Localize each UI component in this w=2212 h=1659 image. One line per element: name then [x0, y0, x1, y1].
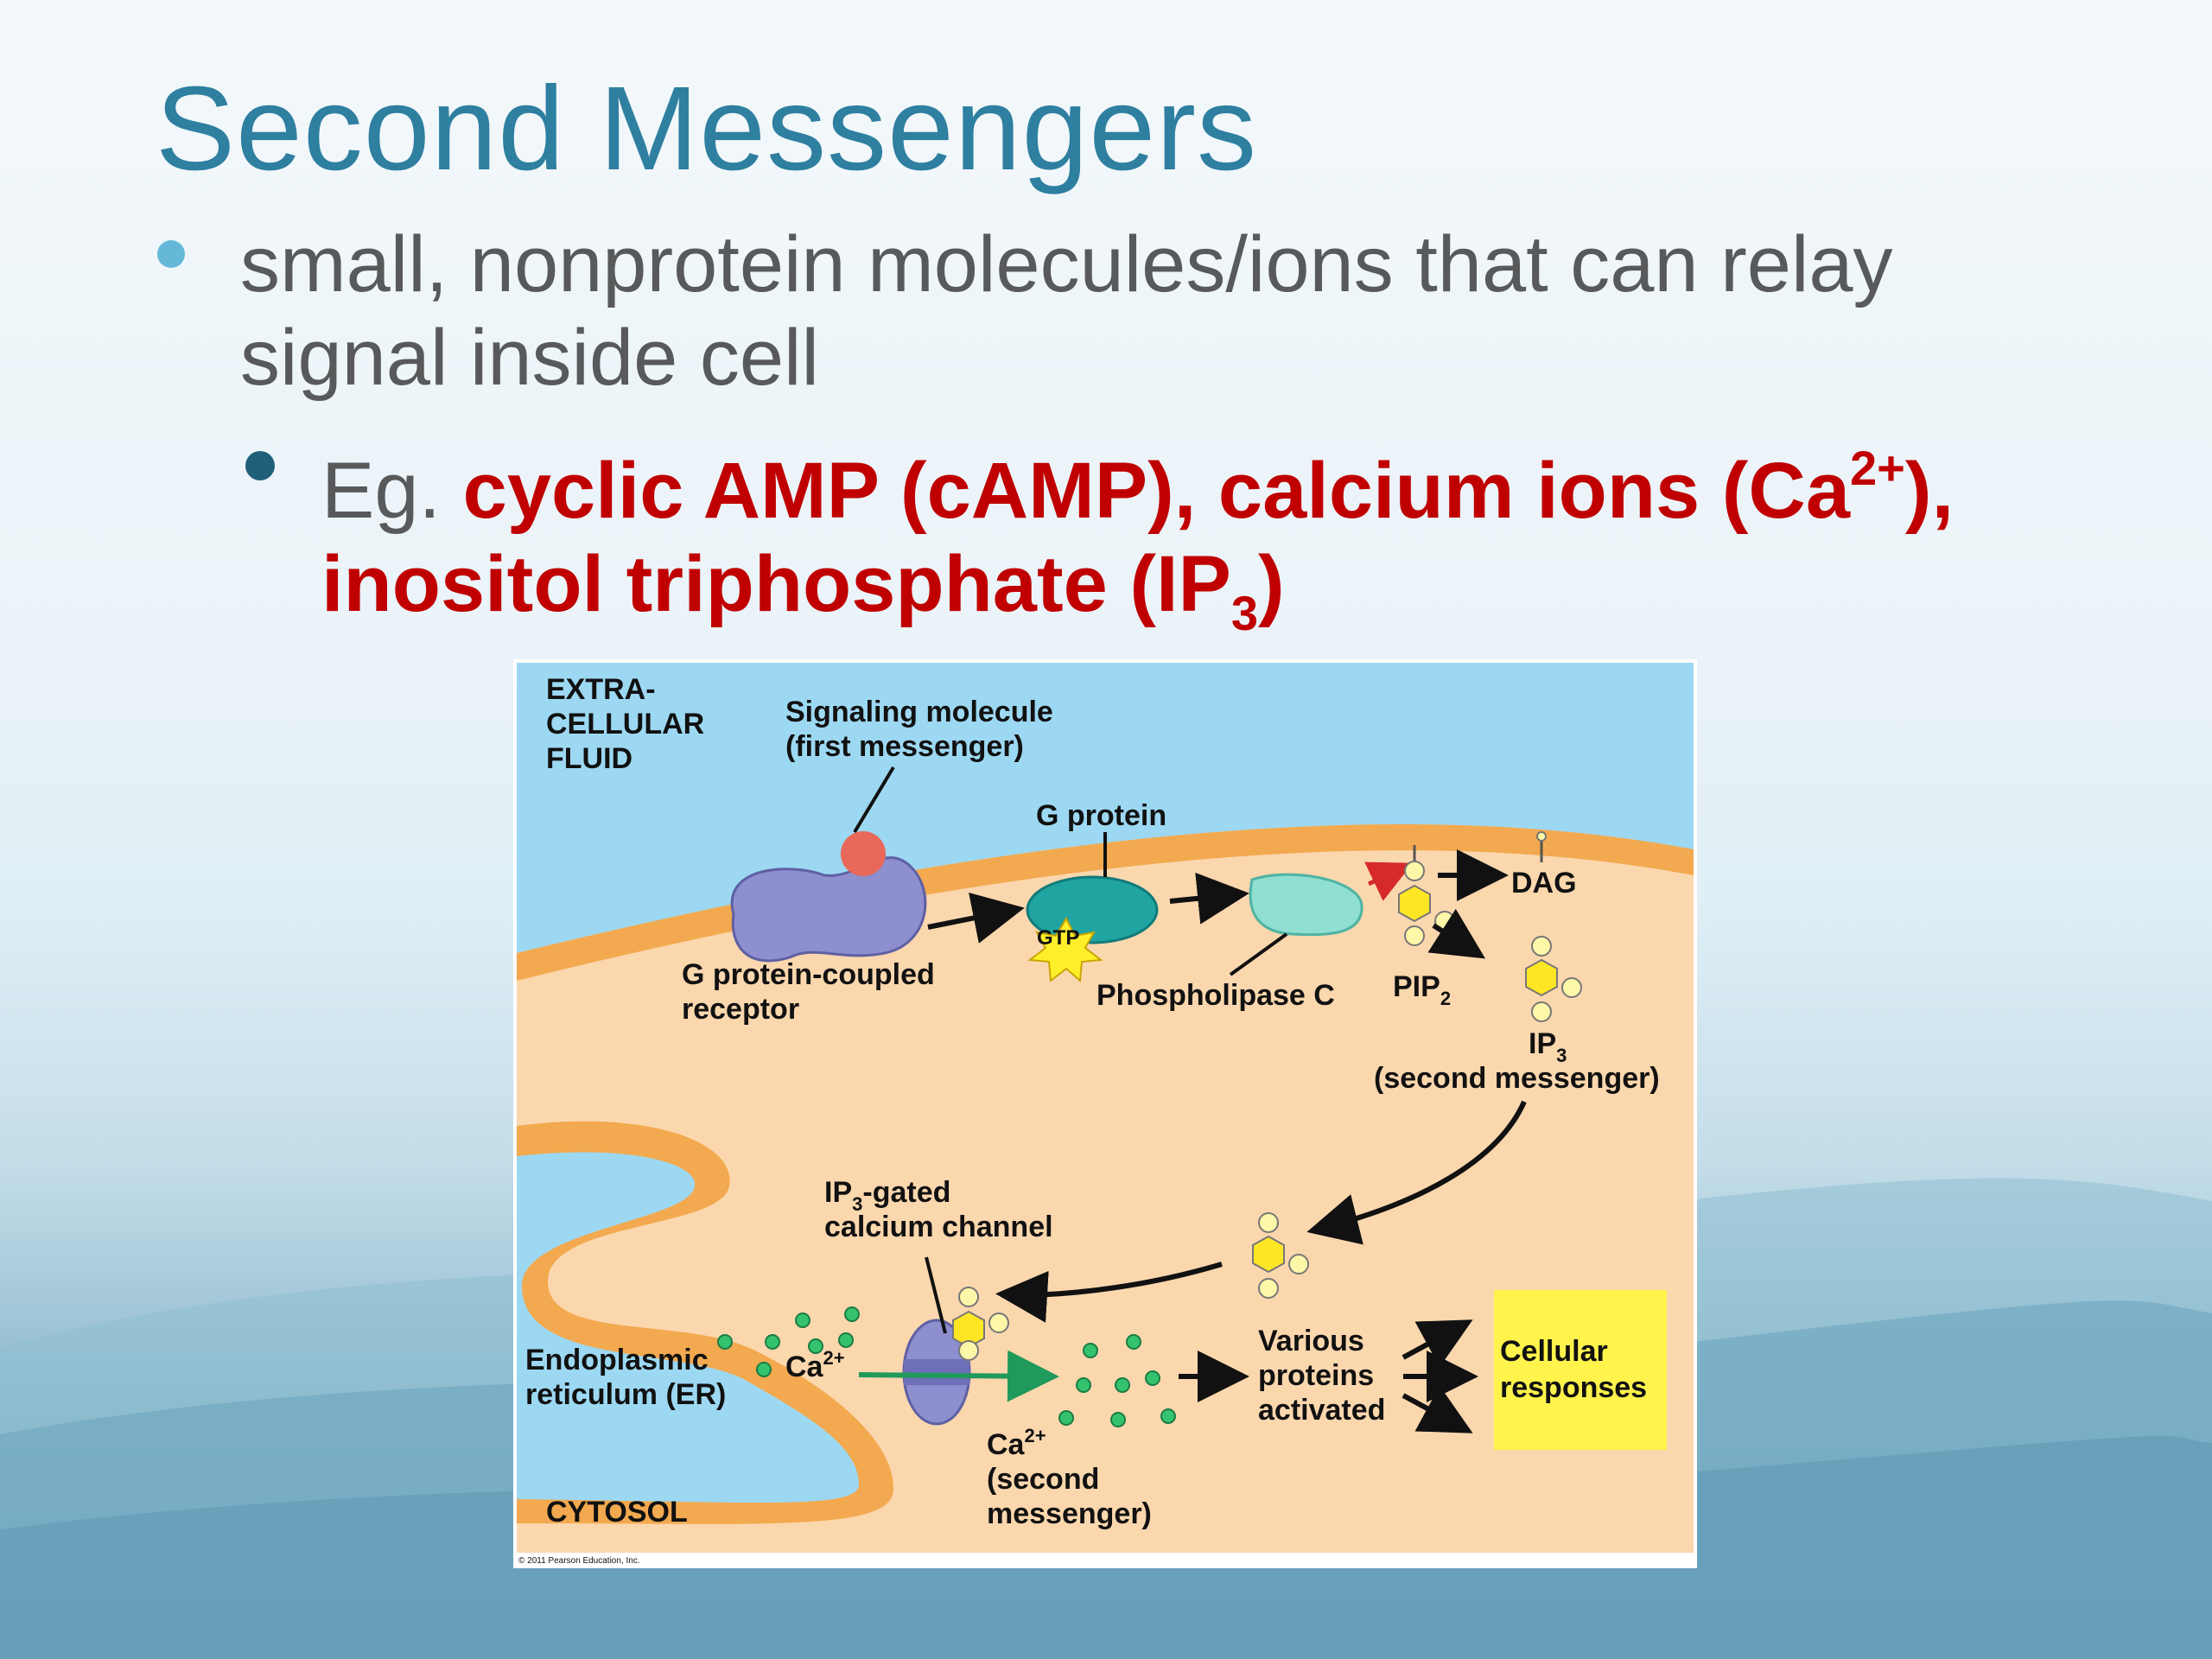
label-signaling-2: (first messenger)	[785, 730, 1024, 763]
ip3-gated-calcium-channel	[902, 1287, 1009, 1426]
examples-highlight-b: ), inositol triphosphate (IP	[321, 447, 1955, 628]
label-phospholipase-c: Phospholipase C	[1096, 979, 1335, 1012]
label-cytosol: CYTOSOL	[546, 1496, 688, 1529]
phospholipase-c	[1249, 873, 1363, 937]
label-ip3: IP3	[1529, 1027, 1567, 1066]
label-various-3: activated	[1258, 1394, 1385, 1427]
label-g-protein: G protein	[1036, 799, 1166, 832]
label-various-1: Various	[1258, 1325, 1364, 1357]
ip3-molecule	[1525, 936, 1582, 1022]
label-extracellular-1: EXTRA-	[546, 673, 656, 706]
label-er-1: Endoplasmic	[525, 1344, 709, 1376]
label-dag: DAG	[1511, 867, 1577, 899]
signaling-pathway-diagram: EXTRA- CELLULAR FLUID Signaling molecule…	[513, 659, 1697, 1568]
examples-highlight-c: )	[1258, 540, 1285, 628]
label-gpcr-2: receptor	[682, 993, 799, 1026]
slide-title: Second Messengers	[156, 62, 1258, 195]
gpcr-receptor	[730, 856, 927, 963]
label-second-messenger: (second messenger)	[1374, 1062, 1660, 1095]
bullet-dot	[157, 240, 185, 268]
label-gpcr-1: G protein-coupled	[682, 958, 935, 991]
calcium-ions-cytosol	[1058, 1334, 1176, 1427]
label-channel-2: calcium channel	[824, 1211, 1053, 1243]
er-lumen	[517, 1152, 859, 1503]
ip3-molecule-cytosol	[1252, 1212, 1309, 1299]
signaling-molecule	[841, 831, 886, 876]
bullet-text-definition: small, nonprotein molecules/ions that ca…	[240, 220, 1893, 402]
gtp-burst	[1027, 916, 1103, 983]
label-ca-er: Ca2+	[785, 1347, 845, 1383]
label-copyright: © 2011 Pearson Education, Inc.	[518, 1556, 640, 1566]
label-extracellular-2: CELLULAR	[546, 708, 704, 741]
g-protein	[1026, 875, 1159, 944]
sub-bullet-examples: Eg. cyclic AMP (cAMP), calcium ions (Ca2…	[321, 422, 2179, 660]
label-er-2: reticulum (ER)	[525, 1378, 726, 1411]
examples-highlight-a: cyclic AMP (cAMP), calcium ions (Ca	[462, 447, 1851, 535]
label-various-2: proteins	[1258, 1359, 1374, 1392]
label-extracellular-3: FLUID	[546, 742, 632, 775]
label-cellular-1: Cellular	[1500, 1335, 1608, 1368]
label-ca-second-1: (second	[987, 1463, 1099, 1496]
label-pip2: PIP2	[1393, 970, 1451, 1009]
cellular-responses-box	[1494, 1290, 1667, 1450]
label-channel-1: IP3-gated	[824, 1176, 950, 1215]
examples-sub: 3	[1230, 586, 1259, 640]
label-ca-second-2: messenger)	[987, 1497, 1152, 1530]
examples-lead: Eg.	[321, 447, 463, 535]
calcium-ions-er	[717, 1306, 860, 1377]
label-cellular-2: responses	[1500, 1371, 1647, 1404]
label-ca-cytosol: Ca2+	[987, 1425, 1046, 1461]
label-signaling-1: Signaling molecule	[785, 696, 1053, 728]
label-gtp: GTP	[1037, 926, 1079, 950]
sub-bullet-dot	[245, 451, 275, 480]
dag-molecule	[1536, 831, 1547, 862]
examples-sup: 2+	[1850, 441, 1905, 495]
